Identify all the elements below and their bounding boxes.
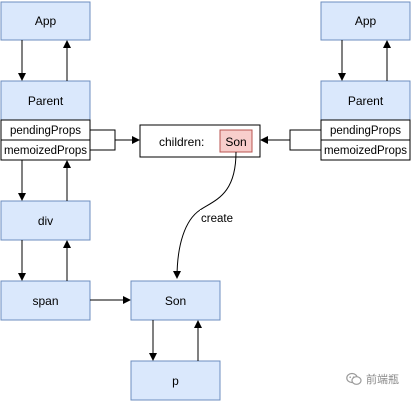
left-app-node: App (0, 1, 91, 41)
create-label: create (201, 213, 233, 225)
edge-left-pending-to-children (90, 129, 140, 144)
left-memoized-props-label: memoizedProps (4, 145, 87, 157)
left-span-label: span (32, 294, 58, 308)
son-node-label: Son (165, 294, 186, 308)
watermark: 前端瓶 (346, 371, 399, 387)
children-box: children: Son (139, 124, 261, 158)
right-parent-node: Parent pendingProps memoizedProps (320, 80, 411, 161)
p-node-label: p (172, 374, 179, 388)
children-label: children: (159, 135, 204, 149)
son-chip-label: Son (225, 135, 246, 149)
edge-create (173, 151, 237, 279)
wechat-icon (346, 372, 362, 385)
watermark-text: 前端瓶 (366, 373, 399, 386)
p-node: p (130, 360, 221, 401)
left-app-label: App (35, 14, 57, 28)
edge-left-memoized-to-children (90, 140, 116, 151)
right-app-label: App (355, 14, 377, 28)
left-parent-node: Parent pendingProps memoizedProps (0, 80, 91, 161)
son-node: Son (130, 280, 221, 321)
right-pending-props-label: pendingProps (330, 125, 401, 137)
right-parent-label: Parent (348, 94, 384, 108)
left-div-label: div (38, 214, 53, 228)
left-parent-label: Parent (28, 94, 64, 108)
edge-right-memoized-to-children (289, 140, 321, 151)
left-div-node: div (0, 200, 91, 241)
left-pending-props-label: pendingProps (10, 125, 81, 137)
right-memoized-props-label: memoizedProps (324, 145, 407, 157)
edge-right-pending-to-children (260, 129, 321, 144)
right-app-node: App (320, 1, 411, 41)
left-span-node: span (0, 280, 91, 321)
